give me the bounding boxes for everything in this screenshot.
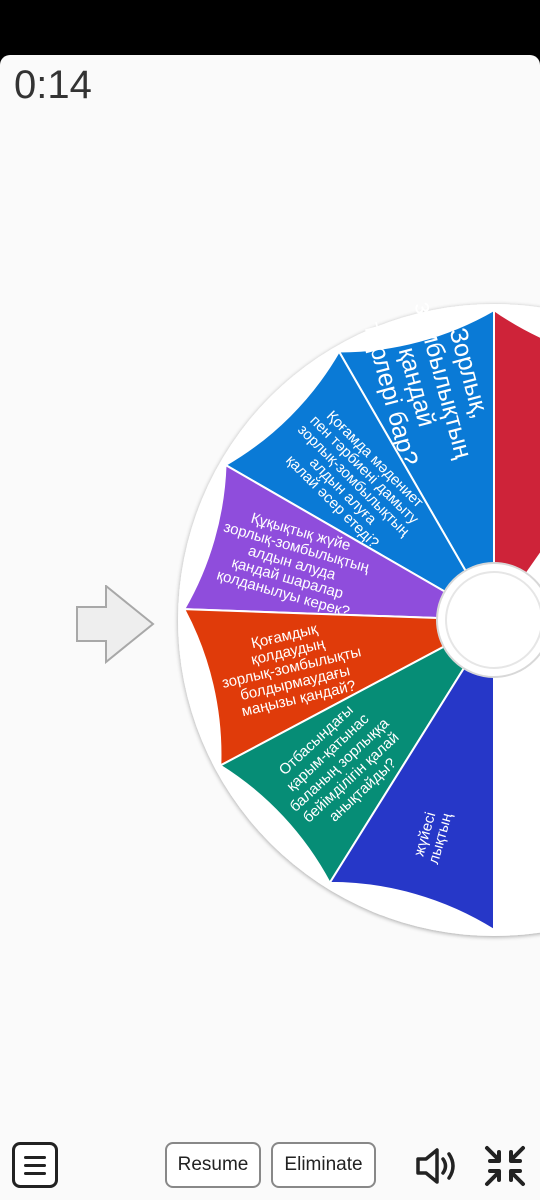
wheel-segment bbox=[337, 308, 495, 624]
wheel-hub-ring bbox=[445, 571, 540, 669]
wheel-segment bbox=[493, 308, 540, 624]
spinner-wheel[interactable]: Зорлық,зомбылықтыңқандайтүрлері бар?Қоға… bbox=[0, 55, 540, 1200]
menu-icon[interactable] bbox=[12, 1142, 58, 1188]
wheel-segment-label: Құқықтық жүйезорлық-зомбылықтыңалдын алу… bbox=[208, 503, 376, 623]
wheel-segments: Зорлық,зомбылықтыңқандайтүрлері бар?Қоға… bbox=[182, 299, 540, 932]
wheel-segment bbox=[182, 463, 495, 621]
wheel-segment bbox=[223, 349, 497, 623]
wheel-segment-label: Қоғамда мәдениетпен тәрбиені дамытузорлы… bbox=[273, 400, 434, 561]
wheel-segment bbox=[327, 616, 495, 932]
volume-icon[interactable] bbox=[412, 1144, 460, 1188]
timer: 0:14 bbox=[14, 63, 92, 107]
wheel-segment bbox=[182, 608, 498, 768]
wheel-hub bbox=[436, 562, 540, 678]
resume-button[interactable]: Resume bbox=[165, 1142, 261, 1188]
wheel-segment bbox=[218, 617, 497, 885]
shrink-icon[interactable] bbox=[482, 1144, 528, 1188]
eliminate-button[interactable]: Eliminate bbox=[271, 1142, 376, 1188]
game-screen: 0:14 Зорлық,зомбылықтыңқандайтүрлері бар… bbox=[0, 55, 540, 1200]
arrow-right-icon bbox=[76, 585, 155, 665]
